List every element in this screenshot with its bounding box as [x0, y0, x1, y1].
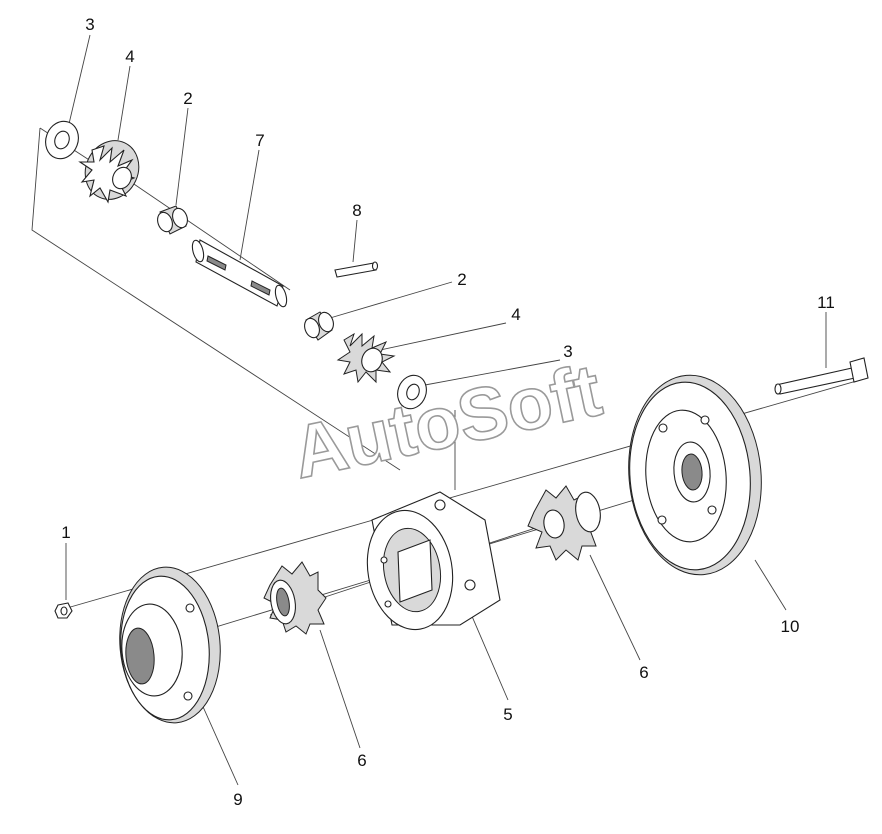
shaft-part-7	[191, 239, 288, 308]
callout-2-mid: 2	[457, 270, 466, 289]
callout-9: 9	[233, 790, 242, 809]
callout-1: 1	[61, 523, 70, 542]
callouts: 3 4 2 7 8 2 4 3 11 1 10 6 5 6 9	[61, 15, 835, 809]
bevel-gear-part-4-top	[78, 140, 140, 204]
gear-part-9	[119, 566, 221, 724]
callout-4-mid: 4	[511, 305, 520, 324]
bushing-part-2-mid	[304, 311, 334, 341]
bolt-part-11	[774, 357, 869, 395]
side-gear-part-6-left	[263, 561, 327, 635]
callout-4-top: 4	[125, 47, 134, 66]
nut-part-1	[54, 602, 73, 619]
callout-5: 5	[503, 705, 512, 724]
callout-10: 10	[781, 617, 800, 636]
callout-2-top: 2	[183, 89, 192, 108]
bushing-part-2-top	[157, 205, 188, 235]
washer-part-3-mid	[397, 374, 427, 410]
callout-8: 8	[352, 201, 361, 220]
washer-part-3-top	[45, 120, 79, 160]
callout-3-top: 3	[85, 15, 94, 34]
callout-11: 11	[817, 293, 835, 312]
pin-part-8	[334, 261, 379, 278]
callout-3-mid: 3	[563, 342, 572, 361]
housing-part-5	[366, 491, 501, 631]
callout-6-right: 6	[639, 663, 648, 682]
side-gear-part-6-right	[527, 485, 601, 561]
watermark: AutoSoft	[285, 348, 608, 494]
bevel-gear-part-4-mid	[336, 332, 396, 384]
callout-6-left: 6	[357, 751, 366, 770]
callout-7: 7	[255, 131, 264, 150]
ring-gear-part-10	[628, 374, 762, 576]
leader-lines	[65, 34, 827, 786]
